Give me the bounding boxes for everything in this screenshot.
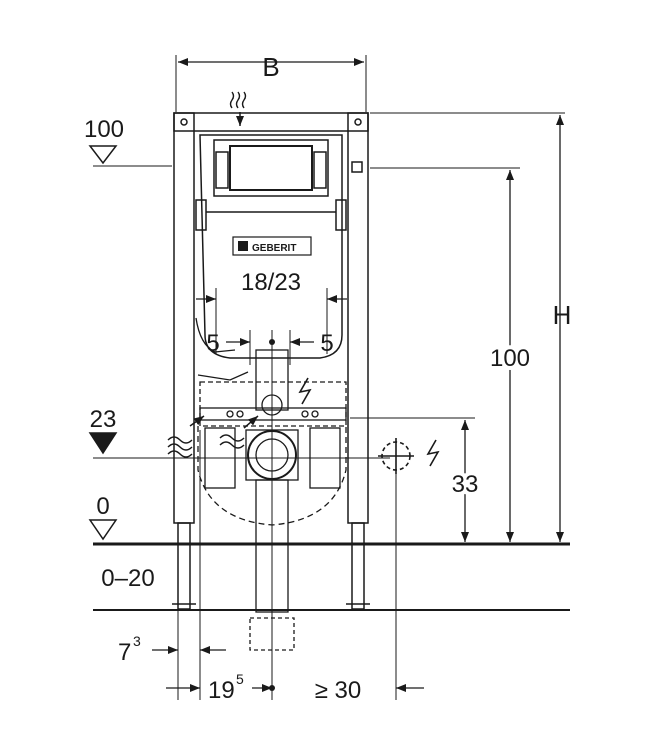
label-dim-7: 7 (118, 639, 131, 666)
frame-left-post (173, 112, 195, 524)
cistern-housing (199, 134, 343, 359)
label-dim-7-sup: 3 (133, 633, 141, 649)
label-width: B (262, 52, 279, 82)
water-supply-top-icon (229, 91, 247, 109)
level-23-triangle (88, 432, 118, 455)
label-floor-range: 0–20 (101, 565, 154, 592)
label-dim-100: 100 (490, 345, 530, 372)
dimension-labels: B H 100 23 0 0–20 18/23 5 5 100 33 7 3 1… (84, 52, 571, 704)
label-offset-left: 5 (206, 330, 219, 357)
level-markers (88, 145, 118, 541)
frame-right-post (347, 112, 369, 524)
label-dim-19: 19 (208, 677, 235, 704)
dimension-lines (152, 58, 564, 692)
level-100-triangle (88, 145, 118, 165)
lower-assembly (195, 317, 347, 651)
label-dim-19-sup: 5 (236, 671, 244, 687)
electric-bolt-icon (298, 377, 312, 405)
water-supply-mid-icon (219, 434, 245, 449)
frame-left-leg (177, 522, 191, 610)
extension-lines (175, 55, 565, 700)
label-level-23: 23 (90, 406, 117, 433)
label-level-0: 0 (96, 493, 109, 520)
installation-frame (172, 112, 370, 610)
label-dim-30: ≥ 30 (315, 677, 362, 704)
label-dim-33: 33 (452, 471, 479, 498)
label-spacing: 18/23 (241, 269, 301, 296)
level-0-triangle (88, 519, 118, 541)
water-supply-symbols (167, 91, 247, 458)
brand-logo: GEBERIT (232, 236, 312, 256)
water-supply-left-icon (167, 436, 193, 458)
electric-bolt-right-icon (426, 439, 440, 467)
mounting-bar (199, 407, 347, 421)
label-height: H (553, 300, 572, 330)
brand-text: GEBERIT (252, 243, 296, 254)
label-offset-right: 5 (320, 330, 333, 357)
label-level-100: 100 (84, 116, 124, 143)
water-supply-mid-arrow (243, 415, 259, 429)
floor-lines (93, 165, 570, 611)
frame-right-leg (351, 522, 365, 610)
frame-top-bar (173, 112, 369, 132)
actuator-mount (213, 139, 329, 197)
support-plate (199, 381, 347, 427)
electrical-symbols (298, 377, 440, 474)
center-point (269, 339, 275, 345)
water-supply-left-arrow (189, 415, 205, 427)
